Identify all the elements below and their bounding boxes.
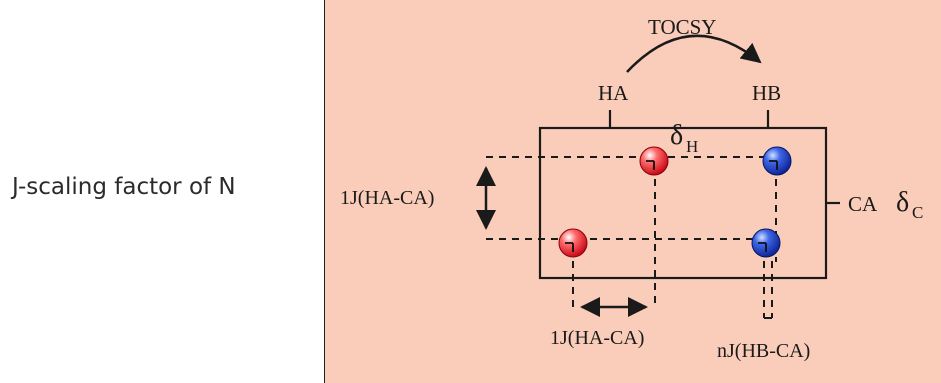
tocsy-arrow: [626, 34, 762, 73]
nj-coupling-label: nJ(HB-CA): [717, 340, 810, 362]
diagram-panel: [324, 0, 941, 383]
tocsy-label: TOCSY: [648, 15, 716, 39]
delta-h-subscript: H: [686, 137, 698, 156]
peak-ha-upper: [639, 146, 669, 176]
delta-c-subscript: C: [912, 203, 923, 222]
dashed-guides: [486, 156, 780, 318]
peak-hb-upper: [762, 146, 792, 176]
peak-ha-lower: [558, 228, 588, 258]
side-label: J-scaling factor of N: [12, 174, 236, 200]
vertical-coupling-label: 1J(HA-CA): [340, 187, 434, 209]
delta-h-symbol: δ: [670, 120, 683, 151]
delta-c-symbol: δ: [896, 187, 909, 218]
horizontal-coupling-label: 1J(HA-CA): [550, 327, 644, 349]
hb-label: HB: [752, 81, 781, 105]
ha-label: HA: [598, 81, 629, 105]
peak-hb-lower: [751, 228, 781, 258]
ca-label: CA: [848, 192, 878, 216]
